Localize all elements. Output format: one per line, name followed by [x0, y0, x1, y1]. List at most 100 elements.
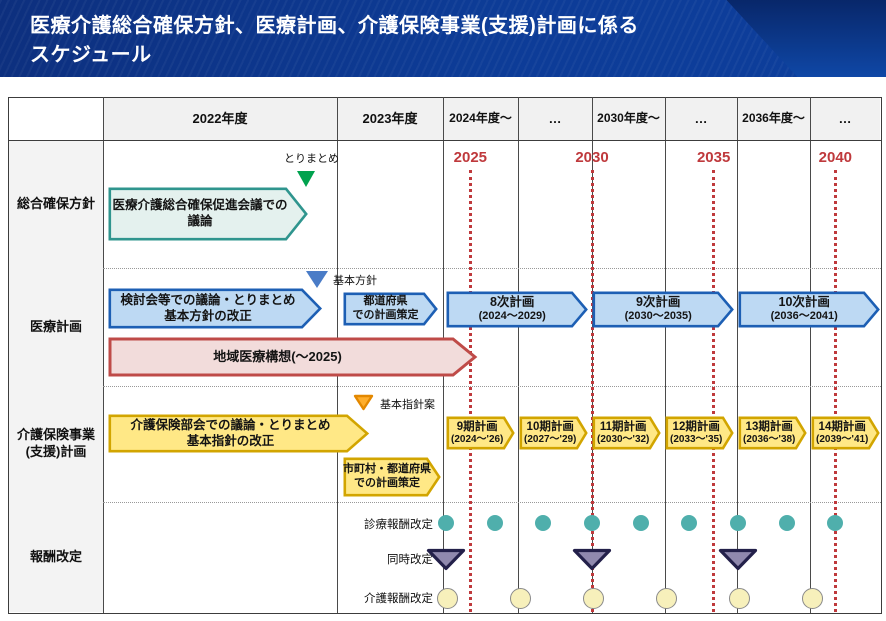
arrow-shape — [343, 292, 438, 326]
medical-fee-dot — [486, 515, 503, 531]
medical-plan-arrow-2: 10次計画 (2036〜2041) — [738, 291, 880, 328]
medical-fee-dot — [584, 515, 600, 531]
simultaneous-revision-triangle-icon — [718, 548, 758, 571]
care-plan-arrow-5: 14期計画 (2039〜'41) — [811, 416, 880, 450]
grid-col-line-2036 — [737, 97, 738, 613]
row-label-general-policy: 総合確保方針 — [9, 140, 103, 269]
slide-title-line2: スケジュール — [30, 44, 152, 66]
medical-fee-dot — [681, 515, 698, 531]
medical-fee-dot — [632, 515, 649, 531]
medical-fee-dot — [827, 515, 844, 531]
plan-period: (2024〜2029) — [478, 310, 546, 323]
header-corner-cell — [9, 98, 103, 140]
simultaneous-revision-triangle-icon — [572, 548, 612, 571]
care-fee-dot — [582, 588, 604, 609]
arrow-shape — [519, 416, 588, 450]
banner-stripe-texture — [0, 0, 886, 77]
arrow-shape — [108, 288, 323, 329]
care-plan-arrow-2: 11期計画 (2030〜'32) — [592, 416, 661, 450]
row-label-fee-revision: 報酬改定 — [9, 502, 103, 612]
year-mark-dotted-line — [590, 170, 594, 612]
arrow-shape — [108, 414, 370, 453]
row-label-medical-plan: 医療計画 — [9, 268, 103, 387]
arrow-shape — [108, 187, 308, 241]
header-ellipsis-2: … — [665, 98, 737, 140]
medical-fee-dot — [535, 515, 552, 531]
grid-col-line-a — [518, 97, 519, 613]
care-plan-arrow-1: 10期計画 (2027〜'29) — [519, 416, 588, 450]
care-fee-dot — [728, 588, 750, 609]
grid-col-line-c — [810, 97, 811, 613]
plan-name: 8次計画 — [489, 294, 535, 309]
grid-row-line-1 — [103, 268, 881, 269]
year-mark-dotted-line — [712, 170, 716, 612]
plan-name: 10期計画 — [526, 420, 574, 433]
title-banner — [0, 0, 886, 77]
header-ellipsis-3: … — [810, 98, 880, 140]
grid-col-line-b — [665, 97, 666, 613]
basic-policy-label: 基本方針 — [333, 275, 377, 287]
plan-period: (2036〜'38) — [742, 433, 796, 445]
medical-fee-revision-label: 診療報酬改定 — [364, 519, 433, 531]
summary-marker-label: とりまとめ — [284, 153, 339, 165]
plan-period: (2024〜'26) — [450, 433, 504, 445]
plan-period: (2027〜'29) — [523, 433, 577, 445]
simultaneous-revision-triangle-icon — [426, 548, 466, 571]
plan-name: 11期計画 — [599, 420, 647, 433]
medical-plan-arrow-1: 9次計画 (2030〜2035) — [592, 291, 734, 328]
schedule-table-border — [8, 97, 882, 614]
header-2024: 2024年度〜 — [443, 98, 518, 140]
header-2030: 2030年度〜 — [592, 98, 665, 140]
year-mark-label: 2025 — [453, 149, 488, 166]
basic-policy-triangle-icon — [306, 271, 328, 288]
grid-col-line-labels — [103, 97, 104, 613]
plan-name: 10次計画 — [778, 294, 830, 309]
municipality-planning-arrow: 市町村・都道府県 での計画策定 — [343, 457, 441, 497]
header-2036: 2036年度〜 — [737, 98, 810, 140]
plan-name: 9次計画 — [635, 294, 681, 309]
arrow-shape — [811, 416, 880, 450]
plan-period: (2039〜'41) — [815, 433, 869, 445]
arrow-shape — [446, 291, 588, 328]
year-mark-label: 2030 — [575, 149, 609, 166]
care-fee-revision-label: 介護報酬改定 — [364, 593, 433, 605]
plan-name: 13期計画 — [745, 420, 793, 433]
plan-name: 14期計画 — [818, 420, 866, 433]
general-policy-discussion-arrow: 医療介護総合確保促進会議での 議論 — [108, 187, 308, 241]
draft-guideline-triangle-icon — [353, 394, 374, 411]
medical-plan-discussion-arrow: 検討会等での議論・とりまとめ 基本方針の改正 — [108, 288, 323, 329]
year-mark-label: 2035 — [696, 149, 731, 166]
header-2023: 2023年度 — [337, 98, 443, 140]
plan-name: 12期計画 — [672, 420, 720, 433]
grid-row-line-header — [8, 140, 881, 141]
plan-period: (2030〜2035) — [624, 310, 692, 323]
arrow-shape — [738, 416, 807, 450]
arrow-shape — [343, 457, 441, 497]
arrow-shape — [592, 416, 661, 450]
year-mark-dotted-line — [833, 170, 837, 612]
medical-fee-dot — [778, 515, 795, 531]
header-ellipsis-1: … — [518, 98, 592, 140]
care-plan-arrow-3: 12期計画 (2033〜'35) — [665, 416, 734, 450]
grid-row-line-3 — [103, 502, 881, 503]
medical-plan-arrow-0: 8次計画 (2024〜2029) — [446, 291, 588, 328]
care-fee-dot — [436, 588, 458, 609]
care-fee-dot — [655, 588, 677, 609]
header-2022: 2022年度 — [103, 98, 337, 140]
arrow-shape — [738, 291, 880, 328]
care-insurance-discussion-arrow: 介護保険部会での議論・とりまとめ 基本指針の改正 — [108, 414, 370, 453]
medical-fee-dot — [730, 515, 746, 531]
plan-period: (2033〜'35) — [669, 433, 723, 445]
care-fee-dot — [801, 588, 823, 609]
year-mark-dotted-line — [468, 170, 472, 612]
simultaneous-revision-label: 同時改定 — [387, 554, 433, 566]
arrow-shape — [446, 416, 515, 450]
plan-period: (2030〜'32) — [596, 433, 650, 445]
slide-title-line1: 医療介護総合確保方針、医療計画、介護保険事業(支援)計画に係る — [30, 15, 639, 37]
care-fee-dot — [509, 588, 531, 609]
plan-period: (2036〜2041) — [770, 310, 838, 323]
prefecture-planning-arrow: 都道府県 での計画策定 — [343, 292, 438, 326]
arrow-shape — [665, 416, 734, 450]
row-label-care-insurance: 介護保険事業(支援)計画 — [9, 386, 103, 503]
